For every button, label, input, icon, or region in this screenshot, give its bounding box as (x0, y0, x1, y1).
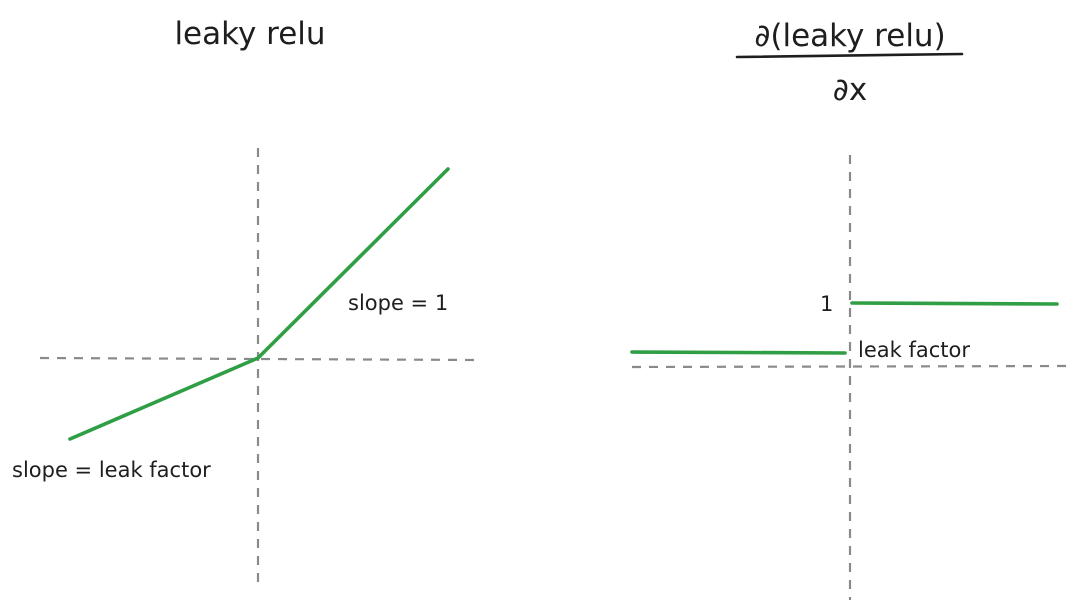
fraction-bar (735, 52, 964, 59)
value-one-level-line (850, 301, 1059, 306)
derivative-title-numerator: ∂(leaky relu) (754, 18, 945, 54)
leak-factor-label: leak factor (858, 338, 970, 362)
leaky-relu-panel: leaky relu slope = 1 slope = leak factor (12, 16, 479, 590)
slope-one-label: slope = 1 (348, 291, 448, 315)
slope-leak-factor-label: slope = leak factor (12, 458, 211, 482)
left-x-axis (39, 356, 479, 362)
leak-factor-level-line (630, 350, 847, 355)
leaky-relu-title: leaky relu (174, 16, 325, 52)
derivative-title-denominator: ∂x (833, 72, 867, 108)
positive-slope-line (256, 167, 450, 360)
right-x-axis (631, 364, 1073, 369)
value-one-label: 1 (820, 292, 833, 316)
negative-slope-line (68, 356, 260, 441)
derivative-panel: ∂(leaky relu) ∂x 1 leak factor (630, 18, 1073, 600)
